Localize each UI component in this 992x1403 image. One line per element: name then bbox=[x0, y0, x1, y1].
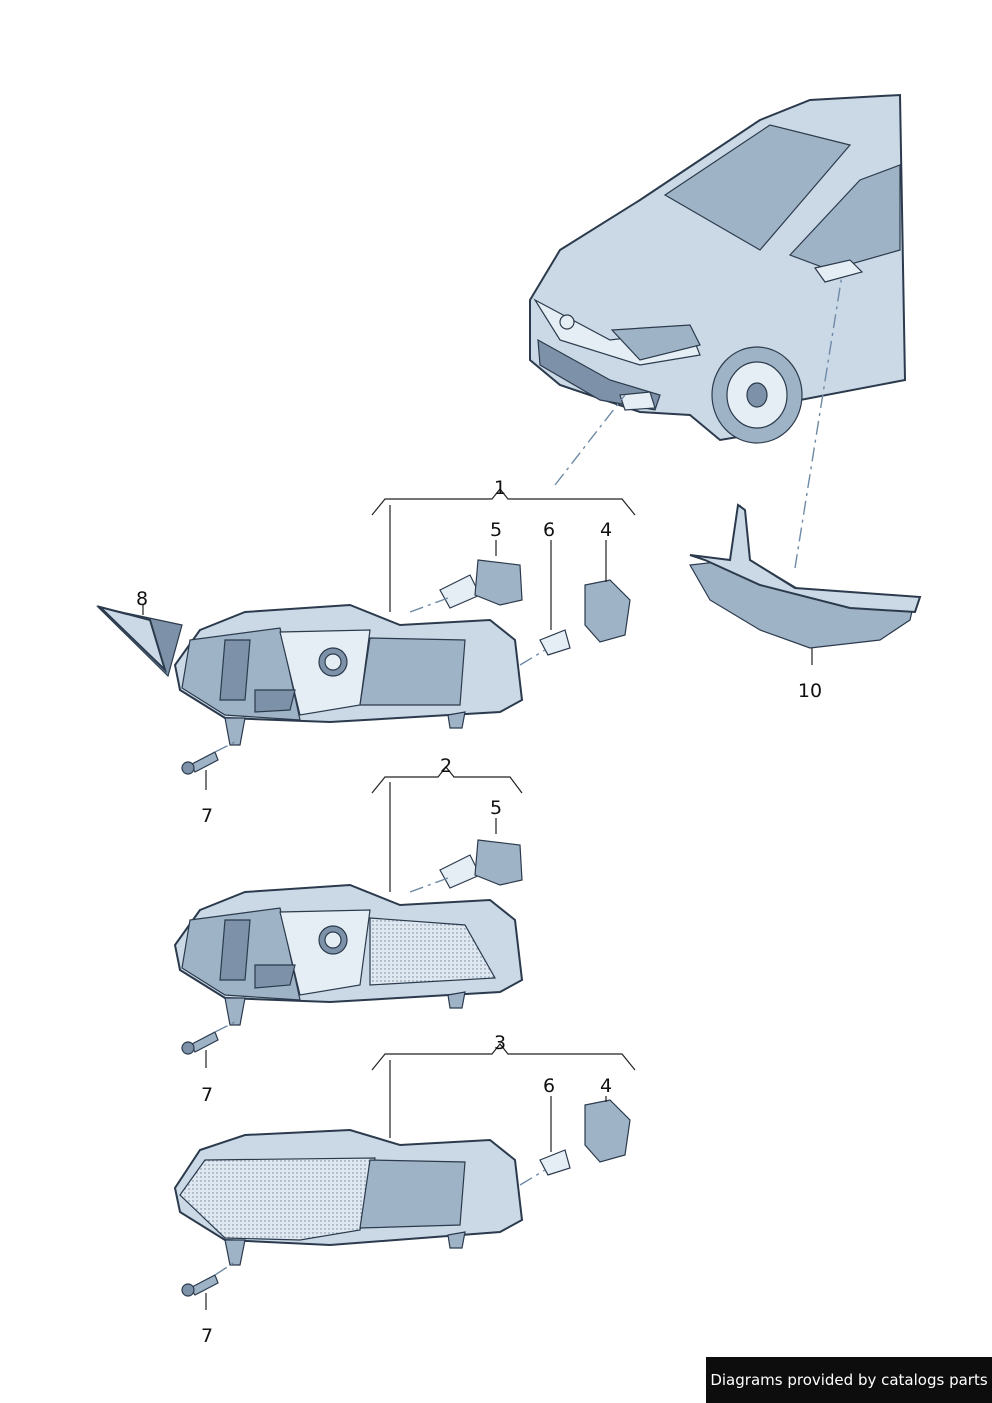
wedge-bulb-1 bbox=[539, 629, 571, 656]
callout-10: 10 bbox=[798, 680, 822, 702]
h-bulb-1 bbox=[439, 559, 523, 609]
callout-6-bottom: 6 bbox=[543, 1075, 555, 1097]
screw-1 bbox=[181, 751, 219, 775]
callout-2: 2 bbox=[440, 755, 452, 777]
callout-4-top: 4 bbox=[600, 519, 612, 541]
callout-7-bottom: 7 bbox=[201, 1325, 213, 1347]
callout-5-middle: 5 bbox=[490, 797, 502, 819]
callout-7-top: 7 bbox=[201, 805, 213, 827]
bulb-socket-2 bbox=[584, 1099, 631, 1163]
callout-3: 3 bbox=[494, 1032, 506, 1054]
fog-lamp-housing-1 bbox=[173, 603, 524, 746]
h-bulb-2 bbox=[439, 839, 523, 889]
trim-cover-part bbox=[96, 605, 183, 678]
callout-7-middle: 7 bbox=[201, 1084, 213, 1106]
wedge-bulb-2 bbox=[539, 1149, 571, 1176]
callout-1: 1 bbox=[494, 477, 506, 499]
reference-lines bbox=[214, 274, 843, 1276]
callout-8: 8 bbox=[136, 588, 148, 610]
callout-5-top: 5 bbox=[490, 519, 502, 541]
fog-lamp-housing-3 bbox=[173, 1128, 524, 1266]
fog-lamp-housing-2 bbox=[173, 883, 524, 1026]
callout-4-bottom: 4 bbox=[600, 1075, 612, 1097]
credit-badge: Diagrams provided by catalogs parts bbox=[706, 1357, 992, 1403]
screw-3 bbox=[181, 1274, 219, 1297]
mirror-cover-part bbox=[689, 503, 922, 649]
callout-labels: 1 2 3 5 6 4 8 10 7 5 7 6 4 7 bbox=[136, 477, 822, 1347]
bulb-socket-1 bbox=[584, 579, 631, 643]
car-illustration bbox=[529, 93, 907, 444]
screw-2 bbox=[181, 1031, 219, 1055]
leader-lines bbox=[142, 488, 813, 1310]
credit-text: Diagrams provided by catalogs parts bbox=[710, 1371, 988, 1389]
callout-6-top: 6 bbox=[543, 519, 555, 541]
